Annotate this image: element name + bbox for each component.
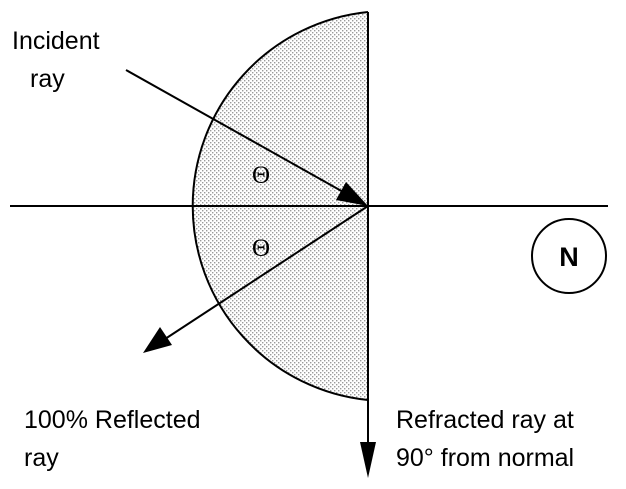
refracted-ray-label-line2: 90° from normal xyxy=(396,444,574,472)
theta-lower-label: Θ xyxy=(252,235,270,262)
refracted-ray-arrowhead xyxy=(360,442,376,478)
reflected-ray-arrowhead xyxy=(143,327,172,353)
normal-marker-circle xyxy=(531,218,607,294)
reflected-ray xyxy=(161,205,369,342)
incident-ray-label-line2: ray xyxy=(30,65,65,93)
theta-upper-label: Θ xyxy=(252,162,270,189)
refracted-ray-label-line1: Refracted ray at xyxy=(396,406,574,434)
incident-ray-label-line1: Incident xyxy=(12,27,100,55)
reflected-ray-label-line1: 100% Reflected xyxy=(24,406,201,434)
incident-ray xyxy=(125,69,346,194)
normal-marker-label: N xyxy=(559,242,579,272)
incident-ray-arrowhead xyxy=(336,182,368,206)
reflected-ray-label-line2: ray xyxy=(24,444,59,472)
